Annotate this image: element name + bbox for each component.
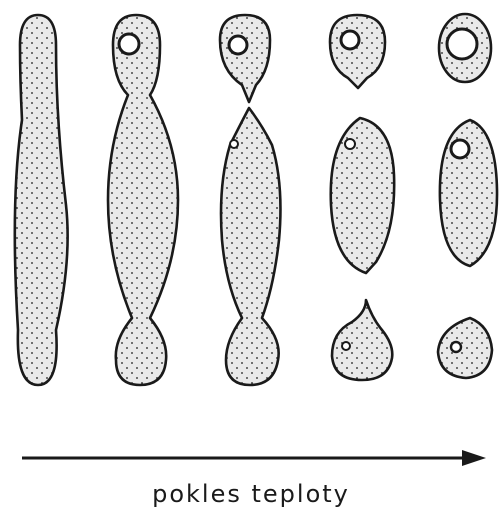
necked-column	[108, 15, 178, 385]
top-droplet	[220, 15, 270, 102]
stage-3-column	[220, 15, 280, 385]
arrow-head-icon	[462, 450, 486, 466]
stage-5-droplets	[438, 14, 497, 378]
liquid-column	[15, 15, 68, 385]
gas-bubble	[229, 36, 247, 54]
small-bubble	[451, 342, 461, 352]
middle-droplet	[331, 118, 394, 273]
small-bubble	[230, 140, 238, 148]
caption: pokles teploty	[0, 480, 502, 508]
bottom-droplet	[332, 300, 392, 380]
stage-1-column	[15, 15, 68, 385]
stage-4-droplets	[330, 15, 394, 380]
gas-bubble	[447, 29, 477, 59]
middle-droplet	[440, 120, 497, 266]
bottom-droplet	[438, 318, 492, 378]
gas-bubble	[341, 31, 359, 49]
stage-2-column	[108, 15, 178, 385]
top-droplet	[330, 15, 385, 88]
small-bubble	[342, 342, 350, 350]
small-bubble	[345, 139, 355, 149]
gas-bubble	[119, 34, 139, 54]
bubble	[451, 140, 469, 158]
remaining-column	[221, 108, 280, 385]
temperature-arrow	[22, 450, 486, 466]
